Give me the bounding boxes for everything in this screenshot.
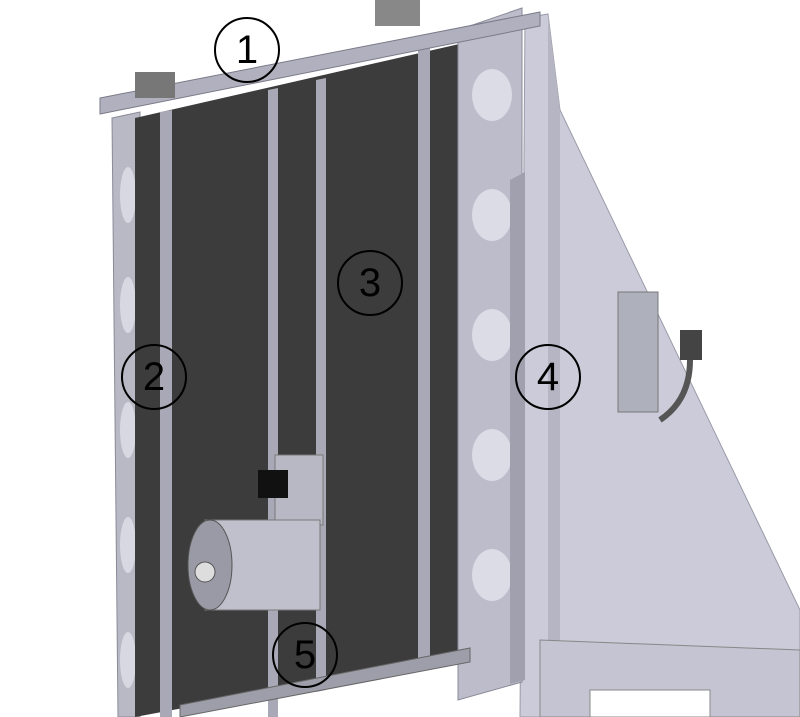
bottom-bar <box>179 647 471 717</box>
side-bracket <box>617 291 659 413</box>
callout-5: 5 <box>272 622 338 688</box>
callout-4: 4 <box>515 344 581 410</box>
top-beam <box>99 11 541 115</box>
top-block <box>135 72 175 98</box>
left-frame-holes <box>120 167 136 688</box>
right-column-holes <box>472 69 512 601</box>
connector <box>680 330 702 360</box>
rail <box>418 48 430 667</box>
rail <box>268 88 278 717</box>
right-rail <box>510 172 525 684</box>
top-mount <box>375 0 420 26</box>
cable <box>658 359 693 423</box>
callout-2: 2 <box>121 344 187 410</box>
base-opening <box>589 689 711 717</box>
callout-3: 3 <box>337 250 403 316</box>
spindle-hub <box>194 561 216 583</box>
rail <box>160 110 172 717</box>
small-motor <box>258 470 288 498</box>
callout-1: 1 <box>214 17 280 83</box>
